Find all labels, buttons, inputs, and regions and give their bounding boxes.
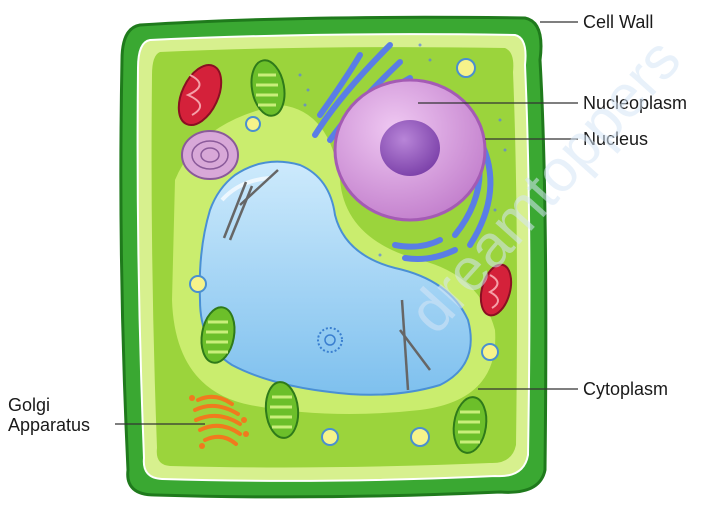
nucleolus bbox=[380, 120, 440, 176]
purple-organelle bbox=[182, 131, 238, 179]
label-golgi-line1: Golgi bbox=[8, 395, 50, 415]
label-cytoplasm: Cytoplasm bbox=[583, 379, 668, 399]
label-golgi-line2: Apparatus bbox=[8, 415, 90, 435]
